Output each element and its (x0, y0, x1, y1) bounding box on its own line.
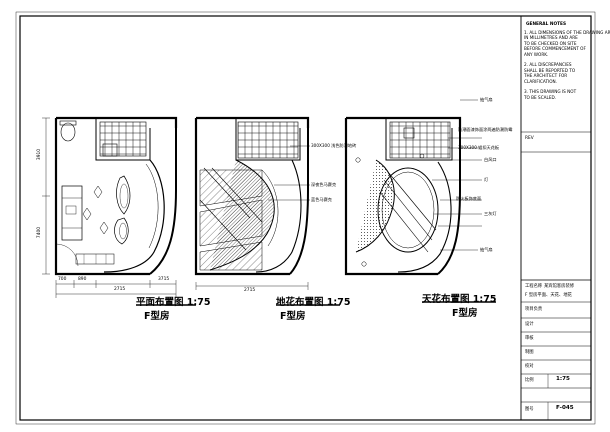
plan-1-title: 平面布置图 1:75 (136, 297, 211, 308)
revision-label: REV (525, 136, 534, 141)
role-row-1: 项目负责 (525, 307, 543, 312)
plan-1-dim-bottom-3: 2715 (114, 287, 126, 292)
plan-3-note-1: 抽气扇 (480, 97, 493, 102)
plan-1-dim-left-2: 7400 (37, 226, 43, 239)
title-block-frame (520, 16, 591, 420)
plan-ceiling (344, 99, 496, 303)
plan-2-note-1: 300X300 浅色防滑地砖 (311, 143, 357, 148)
project-label: 工程名称 (525, 284, 543, 289)
general-note-line: THE ARCHITECT FOR (524, 73, 568, 79)
plan-3-note-6: 防火板饰底面 (456, 196, 482, 201)
drawing-number-label: 图号 (525, 407, 534, 412)
plan-3-subtitle: F型房 (452, 308, 478, 319)
role-row-5: 校对 (525, 364, 534, 369)
plan-1-dim-bottom-2: 890 (78, 277, 87, 282)
plan-3-title: 天花布置图 1:75 (422, 294, 497, 305)
plan-3-note-5: 灯 (484, 177, 489, 182)
drawing-number-value: F-045 (556, 405, 574, 411)
plan-1-dim-bottom-1: 700 (58, 277, 67, 282)
general-note-line: TO BE SCALED. (524, 94, 557, 100)
role-row-4: 制图 (525, 350, 534, 355)
plan-3-note-2: 防潮面漆饰面涂两遍防潮防霉 (458, 127, 513, 132)
general-note-line: CLARIFICATION. (524, 78, 558, 84)
sheet-outer-border (15, 11, 596, 425)
plan-2-dim-bottom: 2715 (244, 288, 256, 293)
plan-3-note-4: 白风口 (484, 157, 497, 162)
general-note-line: 1. ALL DIMENSIONS OF THE DRAWING ARE (524, 30, 610, 35)
plan-1-dim-left-1: 3910 (37, 148, 43, 161)
general-note-line: BEFORE COMMENCEMENT OF (524, 46, 586, 52)
plan-2-note-2: 深夜色马赛克 (311, 182, 337, 187)
drawing-name: F 型房平面、天花、地花 (525, 293, 572, 298)
general-note-line: 3. THIS DRAWING IS NOT (524, 89, 577, 95)
role-row-3: 审核 (525, 336, 534, 341)
plan-1-dim-bottom-4: 3715 (158, 277, 170, 282)
scale-label: 比例 (525, 378, 534, 383)
plan-3-note-8: 抽气扇 (480, 247, 493, 252)
plan-2-subtitle: F型房 (280, 311, 306, 322)
project-value: 某宾馆客房装修 (544, 284, 575, 289)
general-notes-heading: GENERAL NOTES (526, 22, 567, 27)
plan-2-note-3: 蓝色马赛克 (311, 197, 332, 202)
role-row-2: 设计 (525, 322, 534, 327)
plan-2-title: 地花布置图 1:75 (276, 297, 351, 308)
plan-floor-finishes (194, 116, 340, 306)
scale-value: 1:75 (556, 376, 570, 382)
general-note-line: IN MILLIMETRES AND ARE (524, 35, 578, 41)
plan-1-subtitle: F型房 (144, 311, 170, 322)
general-note-line: 2. ALL DISCREPANCIES (524, 62, 572, 68)
general-note-line: ANY WORK. (524, 51, 549, 57)
general-note-line: SHALL BE REPORTED TO (524, 67, 576, 73)
general-note-line: TO BE CHECKED ON SITE (524, 40, 577, 46)
plan-floor-layout (42, 116, 196, 306)
plan-3-note-3: 300X300 铝扣天花板 (458, 145, 500, 150)
plan-3-note-7: 三灰灯 (484, 211, 497, 216)
sheet-border (19, 15, 592, 421)
